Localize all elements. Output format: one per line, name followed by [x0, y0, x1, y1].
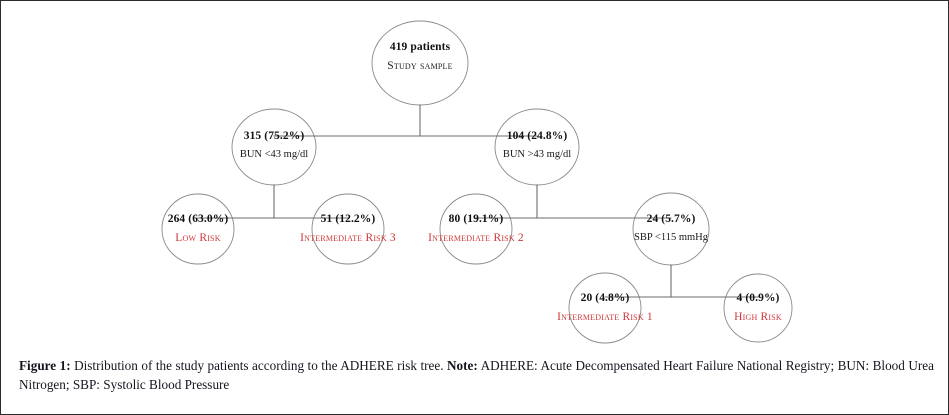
node-label: BUN <43 mg/dl	[239, 148, 309, 160]
caption-note-label: Note:	[447, 358, 478, 373]
figure-caption: Figure 1: Distribution of the study pati…	[19, 356, 934, 394]
node-circle-intermediate-risk-2	[439, 193, 513, 265]
risk-tree-diagram: 419 patients Study sample 315 (75.2%) BU…	[1, 1, 948, 349]
node-label: Study sample	[387, 59, 453, 72]
tree-node-sbp-split[interactable]: 24 (5.7%) SBP <115 mmHg	[571, 213, 771, 243]
caption-body: Distribution of the study patients accor…	[70, 358, 448, 373]
node-circle-intermediate-risk-1	[568, 272, 642, 344]
node-count: 264 (63.0%)	[167, 213, 229, 225]
node-risk-label: Intermediate Risk 1	[557, 310, 653, 323]
node-risk-label: High Risk	[734, 310, 782, 323]
tree-node-intermediate-risk-3[interactable]: 51 (12.2%) Intermediate Risk 3	[248, 213, 448, 244]
node-count: 104 (24.8%)	[506, 130, 568, 142]
caption-note-body: ADHERE: Acute Decompensated Heart Failur…	[19, 358, 934, 393]
tree-node-bun-high[interactable]: 104 (24.8%) BUN >43 mg/dl	[437, 130, 637, 160]
node-label: SBP <115 mmHg	[634, 231, 708, 243]
node-count: 24 (5.7%)	[646, 213, 696, 225]
node-circle-high-risk	[723, 273, 793, 343]
node-count: 315 (75.2%)	[243, 130, 305, 142]
node-risk-label: Intermediate Risk 2	[428, 231, 524, 244]
tree-node-low-risk[interactable]: 264 (63.0%) Low Risk	[98, 213, 298, 244]
caption-figure-label: Figure 1:	[19, 358, 71, 373]
node-count: 51 (12.2%)	[320, 213, 376, 225]
node-count: 80 (19.1%)	[448, 213, 504, 225]
tree-node-intermediate-risk-1[interactable]: 20 (4.8%) Intermediate Risk 1	[505, 292, 705, 323]
node-risk-label: Low Risk	[175, 231, 221, 244]
node-circle-intermediate-risk-3	[311, 193, 385, 265]
node-label: BUN >43 mg/dl	[502, 148, 572, 160]
node-risk-label: Intermediate Risk 3	[300, 231, 396, 244]
tree-node-bun-low[interactable]: 315 (75.2%) BUN <43 mg/dl	[174, 130, 374, 160]
node-count: 20 (4.8%)	[580, 292, 630, 304]
node-circle-low-risk	[161, 193, 235, 265]
node-count: 419 patients	[389, 41, 451, 53]
node-count: 4 (0.9%)	[736, 292, 780, 304]
tree-connectors-svg	[161, 20, 793, 344]
tree-node-root[interactable]: 419 patients Study sample	[320, 41, 520, 72]
tree-node-intermediate-risk-2[interactable]: 80 (19.1%) Intermediate Risk 2	[376, 213, 576, 244]
tree-node-high-risk[interactable]: 4 (0.9%) High Risk	[658, 292, 858, 323]
connector-lines	[197, 104, 759, 298]
